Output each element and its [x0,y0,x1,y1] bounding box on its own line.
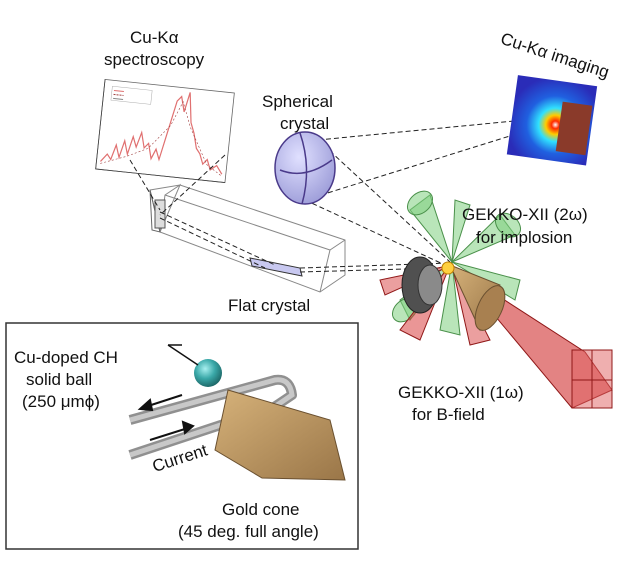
spectrum-plot [95,79,235,183]
label-spherical-crystal-2: crystal [280,114,330,133]
inset-ball [167,344,222,387]
inset-gold-cone [214,389,346,481]
gold-cone-main [449,264,506,332]
label-ball-1: Cu-doped CH [14,348,118,367]
label-gekko-1w-2: for B-field [412,405,485,424]
spherical-crystal [274,131,336,205]
label-spherical-crystal-1: Spherical [262,92,333,111]
label-flat-crystal: Flat crystal [228,296,311,315]
label-cu-spectroscopy-1: Cu-Kα [130,28,179,47]
label-gold-cone-1: Gold cone [222,500,300,519]
spectrometer-housing [149,183,346,293]
current-arrows [137,394,195,441]
target-coil [401,256,455,314]
label-ball-2: solid ball [26,370,93,389]
label-gold-cone-2: (45 deg. full angle) [178,522,319,541]
label-gekko-1w-1: GEKKO-XII (1ω) [398,383,524,402]
label-cu-spectroscopy-2: spectroscopy [104,50,205,69]
flat-crystal-element [249,257,303,277]
imaging-panel [506,75,598,166]
label-ball-3: (250 μmϕ) [22,392,100,411]
label-gekko-2w-2: for implosion [476,228,573,247]
label-gekko-2w-1: GEKKO-XII (2ω) [462,205,588,224]
